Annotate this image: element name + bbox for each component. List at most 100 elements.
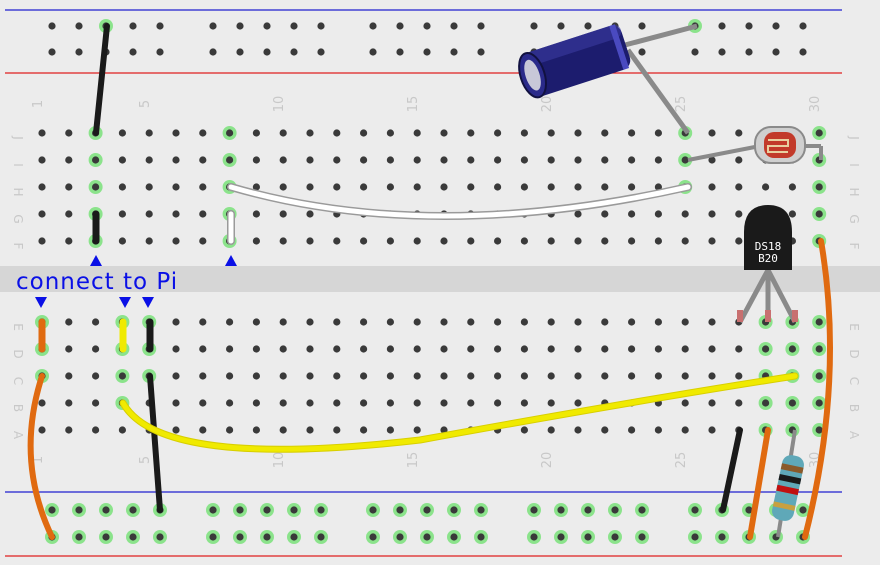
breadboard-hole — [494, 237, 502, 245]
breadboard-hole — [279, 345, 287, 353]
breadboard-hole — [156, 48, 164, 56]
breadboard-hole — [557, 22, 565, 30]
breadboard-hole — [735, 156, 743, 164]
breadboard-hole — [199, 399, 207, 407]
sensor-label-line1: DS18 — [755, 240, 782, 253]
pi-pointer-arrows — [35, 255, 237, 308]
breadboard-hole — [102, 506, 110, 514]
breadboard-hole — [369, 533, 377, 541]
breadboard-hole — [386, 399, 394, 407]
breadboard-hole — [762, 345, 770, 353]
breadboard-hole — [118, 426, 126, 434]
breadboard-hole — [477, 48, 485, 56]
breadboard-hole — [75, 533, 83, 541]
orange-wire — [27, 373, 55, 540]
breadboard-hole — [333, 156, 341, 164]
breadboard-hole — [654, 372, 663, 380]
breadboard-hole — [815, 318, 823, 326]
breadboard-hole — [252, 399, 260, 407]
breadboard-hole — [681, 237, 689, 245]
breadboard-hole — [681, 318, 689, 326]
breadboard-hole — [494, 345, 502, 353]
arrow-down-icon — [35, 297, 47, 308]
breadboard-hole — [172, 399, 180, 407]
connect-to-pi-label: connect to Pi — [16, 269, 178, 295]
breadboard-hole — [102, 533, 110, 541]
row-letter: E — [847, 323, 861, 331]
breadboard-hole — [799, 22, 807, 30]
breadboard-hole — [279, 426, 287, 434]
breadboard-hole — [450, 506, 458, 514]
breadboard-hole — [290, 22, 298, 30]
breadboard-hole — [156, 22, 164, 30]
breadboard-hole — [601, 210, 609, 218]
breadboard-hole — [413, 156, 421, 164]
breadboard-hole — [762, 183, 770, 191]
breadboard-hole — [520, 318, 529, 326]
arrow-down-icon — [142, 297, 154, 308]
breadboard-hole — [815, 129, 823, 137]
breadboard-hole — [306, 399, 314, 407]
breadboard-hole — [745, 48, 753, 56]
breadboard-hole — [788, 399, 797, 407]
photoresistor — [687, 126, 823, 164]
column-number-top: 30 — [808, 96, 823, 113]
breadboard-hole — [628, 210, 636, 218]
row-letter: F — [847, 243, 861, 250]
breadboard-hole — [413, 183, 421, 191]
breadboard-hole — [628, 345, 636, 353]
breadboard-hole — [226, 156, 234, 164]
breadboard-hole — [172, 129, 180, 137]
breadboard-hole — [601, 426, 609, 434]
breadboard-hole — [413, 399, 421, 407]
row-letter: J — [847, 135, 861, 140]
breadboard-hole — [75, 22, 83, 30]
breadboard-hole — [681, 156, 689, 164]
breadboard-hole — [601, 183, 609, 191]
breadboard-hole — [440, 318, 448, 326]
breadboard-hole — [494, 129, 502, 137]
breadboard-hole — [584, 506, 592, 514]
center-channel — [0, 266, 880, 292]
breadboard-hole — [48, 506, 56, 514]
breadboard-hole — [226, 129, 234, 137]
breadboard-hole — [236, 22, 244, 30]
breadboard-hole — [226, 426, 234, 434]
breadboard-hole — [199, 237, 207, 245]
breadboard-hole — [530, 533, 538, 541]
breadboard-hole — [584, 22, 592, 30]
breadboard-hole — [333, 426, 341, 434]
breadboard-hole — [209, 506, 217, 514]
breadboard-hole — [199, 345, 207, 353]
breadboard-hole — [290, 506, 298, 514]
breadboard-hole — [290, 48, 298, 56]
breadboard-hole — [65, 156, 73, 164]
column-number-top: 20 — [540, 96, 555, 113]
breadboard-hole — [65, 183, 73, 191]
breadboard-hole — [601, 345, 609, 353]
breadboard-hole — [799, 48, 807, 56]
row-letter: A — [847, 431, 861, 440]
row-letter: B — [11, 404, 25, 412]
breadboard-hole — [396, 506, 404, 514]
breadboard-hole — [654, 318, 663, 326]
breadboard-hole — [360, 372, 368, 380]
breadboard-hole — [520, 156, 529, 164]
breadboard-hole — [199, 156, 207, 164]
breadboard-hole — [574, 318, 582, 326]
breadboard-hole — [718, 22, 726, 30]
breadboard-hole — [601, 129, 609, 137]
breadboard-hole — [450, 48, 458, 56]
breadboard-hole — [708, 237, 716, 245]
breadboard-hole — [654, 156, 663, 164]
breadboard-hole — [252, 345, 260, 353]
breadboard-hole — [252, 237, 260, 245]
breadboard-hole — [226, 399, 234, 407]
resistor — [772, 429, 804, 538]
breadboard-hole — [547, 156, 555, 164]
breadboard-hole — [574, 183, 582, 191]
breadboard-hole — [691, 533, 699, 541]
breadboard-hole — [156, 533, 164, 541]
row-letter: B — [847, 404, 861, 412]
breadboard-hole — [92, 399, 100, 407]
